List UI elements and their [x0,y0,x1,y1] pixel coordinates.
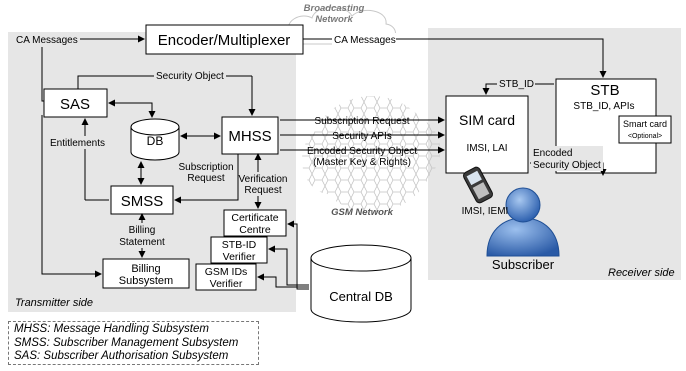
smss-label: SMSS [121,193,164,210]
encoded-security-object-right-label-2: Security Object [533,160,601,171]
encoder-box [145,24,304,55]
stb-verifier-label-1: STB-ID [222,239,257,251]
sim-card-ids: IMSI, LAI [466,143,507,154]
smart-card-label: Smart card [623,119,667,129]
smart-card-box [618,115,672,144]
billing-label-2: Subsystem [119,275,173,287]
subscription-request-left-label-1: Subscription [178,162,233,173]
entitlements-label: Entitlements [50,138,105,149]
billing-label-1: Billing [131,263,160,275]
gsm-verifier-label-1: GSM IDs [205,266,248,278]
legend-line-mhss: MHSS: Message Handling Subsystem [14,323,209,335]
cert-label-2: Centre [239,224,271,236]
subscriber-label: Subscriber [492,257,555,272]
abbreviation-legend: MHSS: Message Handling Subsystem SMSS: S… [8,321,259,365]
stb-verifier-box [210,236,268,264]
db-cylinder [130,118,180,161]
central-db-cylinder [310,244,412,323]
ca-messages-left-label: CA Messages [16,35,78,46]
broadcast-network-label-1: Broadcasting [304,3,365,14]
subscription-request-right-label: Subscription Request [314,116,409,127]
sas-box [43,88,108,118]
cert-box [223,209,287,237]
encoder-label: Encoder/Multiplexer [158,32,291,49]
gsm-verifier-label-2: Verifier [210,278,243,290]
subscriber-person-icon [486,187,560,257]
gsm-verifier-box [195,263,257,291]
stb-ids: STB_ID, APIs [573,101,634,112]
smss-box [110,185,174,215]
smart-card-optional: <Optional> [628,133,662,140]
receiver-side-label: Receiver side [608,267,675,279]
encoded-security-object-gsm-label-2: (Master Key & Rights) [313,157,411,168]
phone-ids-label: IMSI, IEMI [462,206,509,217]
transmitter-side-label: Transmitter side [15,297,93,309]
legend-line-sas: SAS: Subscriber Authorisation Subsystem [14,350,229,363]
cert-label-1: Certificate [231,212,278,224]
mobile-phone-icon [462,166,494,204]
connectors [41,35,607,290]
billing-statement-label-2: Statement [119,237,165,248]
mhss-label: MHSS [228,128,271,145]
security-apis-label: Security APIs [332,131,391,142]
encoded-security-object-right-label-1: Encoded [533,148,572,159]
stb-id-label: STB_ID [499,79,534,90]
encoded-security-object-gsm-label-1: Encoded Security Object [307,146,417,157]
sim-card-box [445,95,529,174]
security-object-label: Security Object [156,71,224,82]
ca-messages-right-label: CA Messages [334,35,396,46]
sas-label: SAS [60,96,90,113]
db-label: DB [147,134,164,148]
billing-statement-label-1: Billing [129,225,156,236]
central-db-label: Central DB [329,289,393,304]
sim-card-title: SIM card [459,112,515,128]
verification-request-label-1: Verification [239,174,288,185]
billing-box [102,258,190,289]
mhss-box [221,116,279,155]
legend-line-smss: SMSS: Subscriber Management Subsystem [14,336,239,349]
subscription-request-left-label-2: Request [187,173,224,184]
verification-request-label-2: Request [244,185,281,196]
broadcast-network-label-2: Network [315,14,353,25]
gsm-network-label: GSM Network [331,207,393,218]
stb-verifier-label-2: Verifier [223,251,256,263]
stb-title: STB [590,82,619,99]
